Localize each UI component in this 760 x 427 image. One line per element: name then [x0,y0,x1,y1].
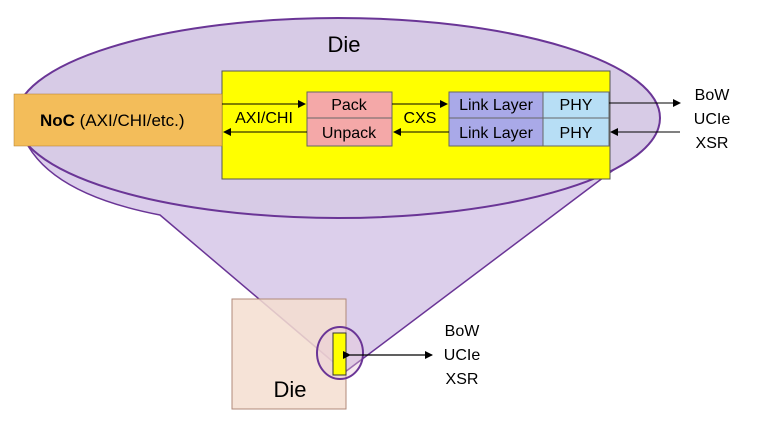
phy-bottom [542,117,610,147]
link-layer-bottom-label: Link Layer [459,125,533,142]
interface-bow: BoW [695,87,731,104]
small-die-interface-xsr: XSR [446,371,479,388]
interface-ucie: UCIe [694,111,731,128]
small-chiplet-block [332,332,347,376]
small-die-interface-ucie: UCIe [444,347,481,364]
pack-label: Pack [331,97,368,114]
axi-chi-label: AXI/CHI [235,110,293,127]
noc-label-bold: NoC [40,111,75,130]
big-die-title: Die [327,32,360,57]
small-die-title: Die [273,377,306,402]
phy-top [542,91,610,119]
phy-top-label: PHY [560,97,593,114]
small-die [231,298,347,410]
phy-bottom-label: PHY [560,125,593,142]
cxs-label: CXS [404,110,437,127]
noc-label: NoC (AXI/CHI/etc.) [40,111,185,130]
unpack-label: Unpack [322,125,377,142]
noc-block [13,93,223,147]
unpack-block [306,117,393,147]
link-layer-bottom [448,117,544,147]
small-die-interface-bow: BoW [445,323,481,340]
link-layer-top-label: Link Layer [459,97,533,114]
interface-xsr: XSR [696,135,729,152]
noc-label-rest: (AXI/CHI/etc.) [75,111,185,130]
